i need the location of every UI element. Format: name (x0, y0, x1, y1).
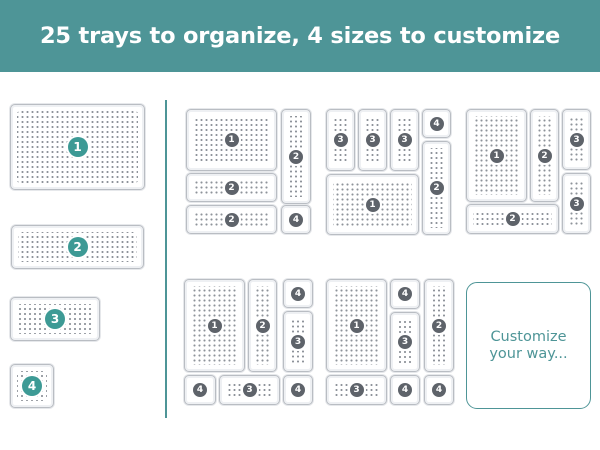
size-badge: 2 (255, 318, 270, 333)
tray: 2 (281, 109, 311, 204)
tray: 4 (283, 279, 313, 308)
size-badge: 2 (537, 148, 552, 163)
tray: 2 (248, 279, 277, 372)
size-badge: 4 (289, 212, 303, 227)
tray-size-3: 3 (10, 297, 100, 341)
size-badge: 1 (365, 197, 380, 212)
tray: 4 (281, 205, 311, 234)
size-badge: 1 (224, 133, 239, 147)
customize-text: Customize your way... (489, 329, 567, 363)
tray: 3 (358, 109, 387, 171)
tray: 2 (424, 279, 454, 372)
size-badge: 4 (398, 287, 412, 301)
size-badge: 4 (22, 376, 42, 396)
tray-size-2: 2 (11, 225, 144, 269)
tray: 1 (326, 174, 419, 235)
size-badge: 2 (289, 149, 303, 164)
size-badge: 1 (67, 137, 88, 157)
customize-line-2: your way... (489, 345, 568, 362)
customize-line-1: Customize (490, 328, 567, 345)
size-badge: 3 (242, 383, 257, 397)
tray: 3 (390, 312, 420, 372)
page-title: 25 trays to organize, 4 sizes to customi… (39, 23, 561, 49)
size-badge: 3 (45, 309, 65, 329)
tray: 4 (184, 375, 216, 405)
size-badge: 2 (432, 318, 446, 333)
tray: 2 (422, 141, 451, 235)
size-badge: 2 (224, 180, 239, 195)
size-badge: 4 (429, 116, 444, 131)
tray: 2 (186, 205, 277, 234)
size-badge: 2 (505, 212, 520, 226)
customize-box: Customize your way... (466, 282, 591, 409)
tray: 3 (390, 109, 419, 171)
size-badge: 4 (291, 286, 305, 301)
size-badge: 2 (67, 237, 88, 257)
vertical-divider (165, 100, 167, 418)
size-badge: 1 (489, 148, 504, 163)
tray: 1 (466, 109, 527, 202)
tray: 2 (530, 109, 559, 202)
size-badge: 4 (398, 383, 412, 397)
tray: 3 (219, 375, 280, 405)
size-badge: 3 (291, 334, 305, 349)
header-banner: 25 trays to organize, 4 sizes to customi… (0, 0, 600, 72)
tray: 3 (562, 109, 591, 170)
size-badge: 1 (349, 318, 364, 333)
tray: 4 (390, 375, 420, 405)
tray: 3 (562, 173, 591, 234)
tray: 2 (186, 173, 277, 202)
size-badge: 4 (432, 383, 446, 397)
tray: 3 (283, 311, 313, 372)
size-badge: 3 (397, 133, 412, 147)
tray: 3 (326, 375, 387, 405)
tray: 2 (466, 204, 559, 234)
size-badge: 4 (193, 383, 207, 397)
size-badge: 2 (224, 212, 239, 227)
tray: 4 (424, 375, 454, 405)
tray: 3 (326, 109, 355, 171)
tray-size-4: 4 (10, 364, 54, 408)
size-badge: 3 (398, 335, 412, 349)
size-badge: 4 (291, 383, 305, 397)
size-badge: 1 (207, 318, 222, 333)
size-badge: 3 (569, 132, 584, 147)
tray: 1 (186, 109, 277, 171)
size-badge: 3 (349, 383, 364, 397)
size-badge: 3 (333, 133, 348, 147)
tray: 1 (326, 279, 387, 372)
size-badge: 3 (365, 133, 380, 147)
tray: 1 (184, 279, 245, 372)
tray: 4 (422, 109, 451, 138)
tray: 4 (390, 279, 420, 309)
tray-size-1: 1 (10, 104, 145, 190)
tray: 4 (283, 375, 313, 405)
size-badge: 2 (429, 181, 444, 195)
size-badge: 3 (569, 196, 584, 211)
